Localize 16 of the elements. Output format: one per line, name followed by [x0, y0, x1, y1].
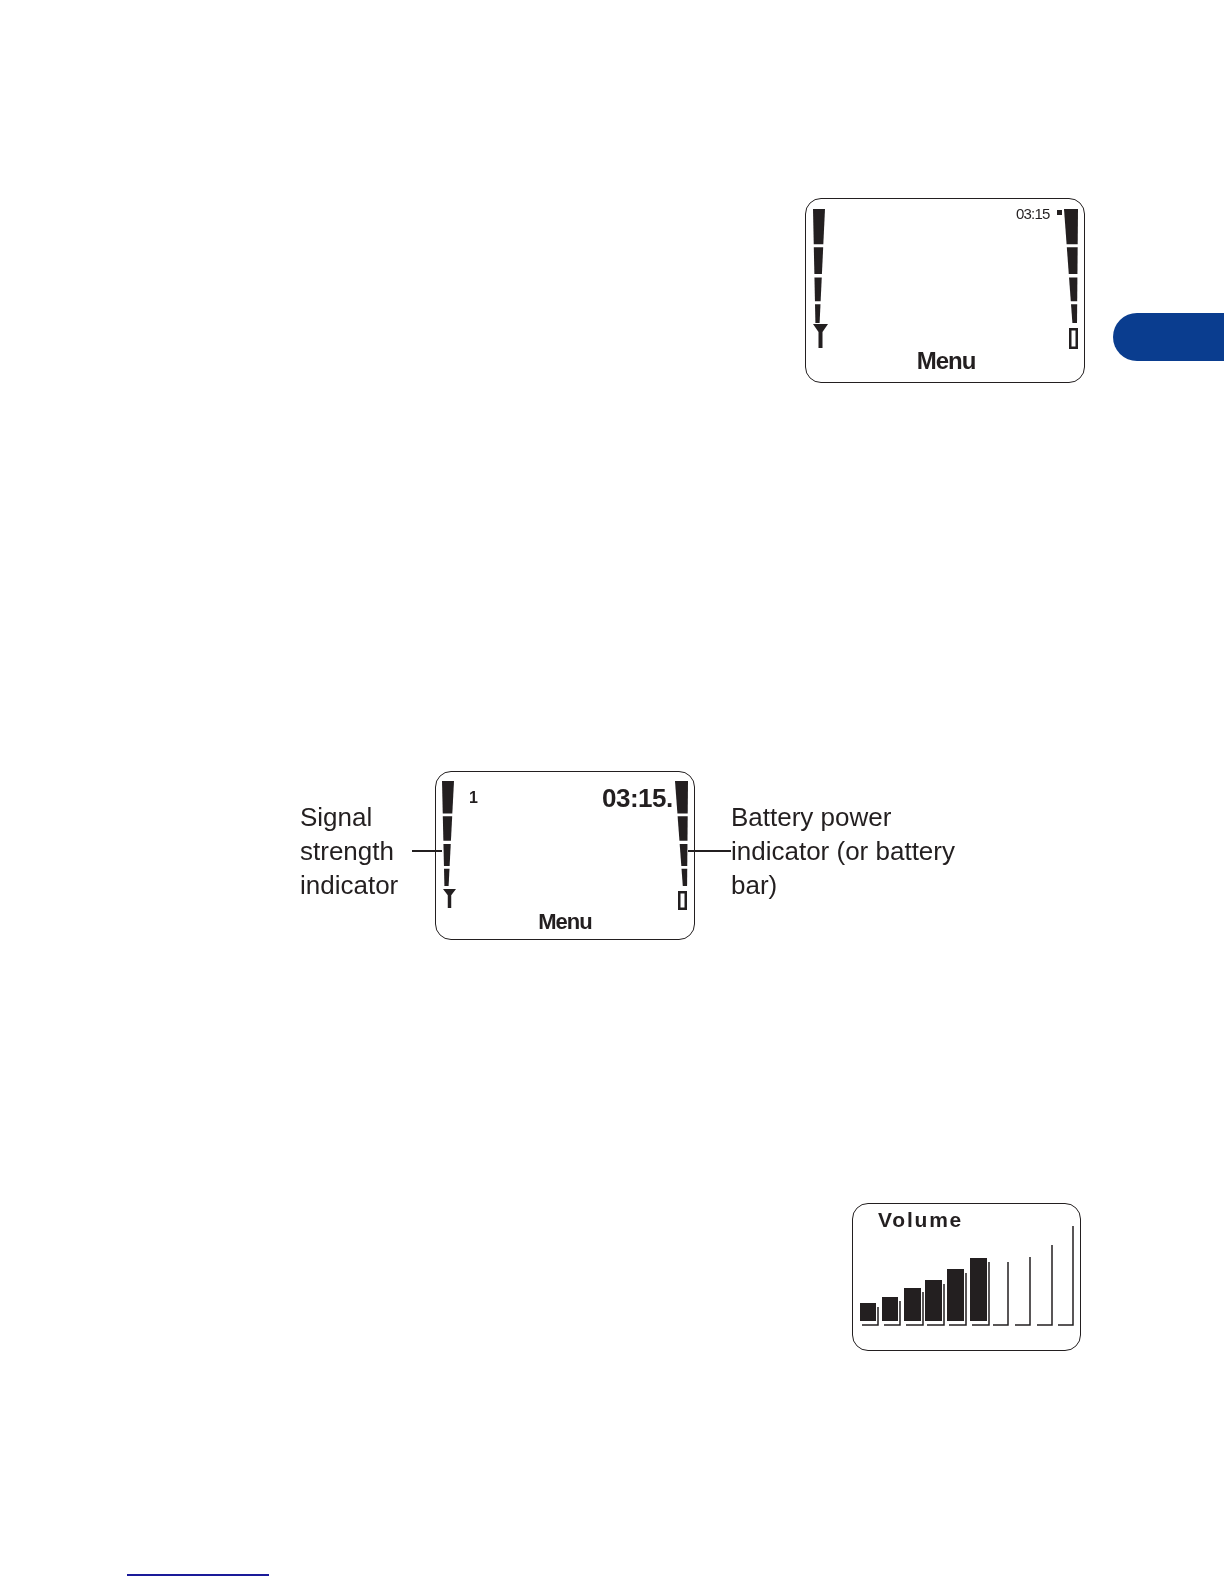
- callout-label: Signal strength indicator: [300, 800, 412, 902]
- section-tab: [1113, 313, 1224, 361]
- callout-label: Battery power indicator (or battery bar): [731, 800, 965, 902]
- leader-line: [411, 850, 443, 852]
- clock-time: 03:15: [1016, 206, 1050, 221]
- phone-display: [435, 771, 695, 940]
- phone-display: [805, 198, 1085, 383]
- signal-bars: [442, 781, 454, 886]
- phone-display: [852, 1203, 1081, 1351]
- softkey-label: Menu: [916, 349, 976, 373]
- softkey-label: Menu: [538, 911, 592, 933]
- screen-title: Volume: [878, 1209, 964, 1230]
- line-number: 1: [469, 790, 478, 806]
- battery-bars: [675, 781, 688, 886]
- leader-line: [687, 850, 732, 852]
- clock-time: 03:15.: [602, 785, 673, 811]
